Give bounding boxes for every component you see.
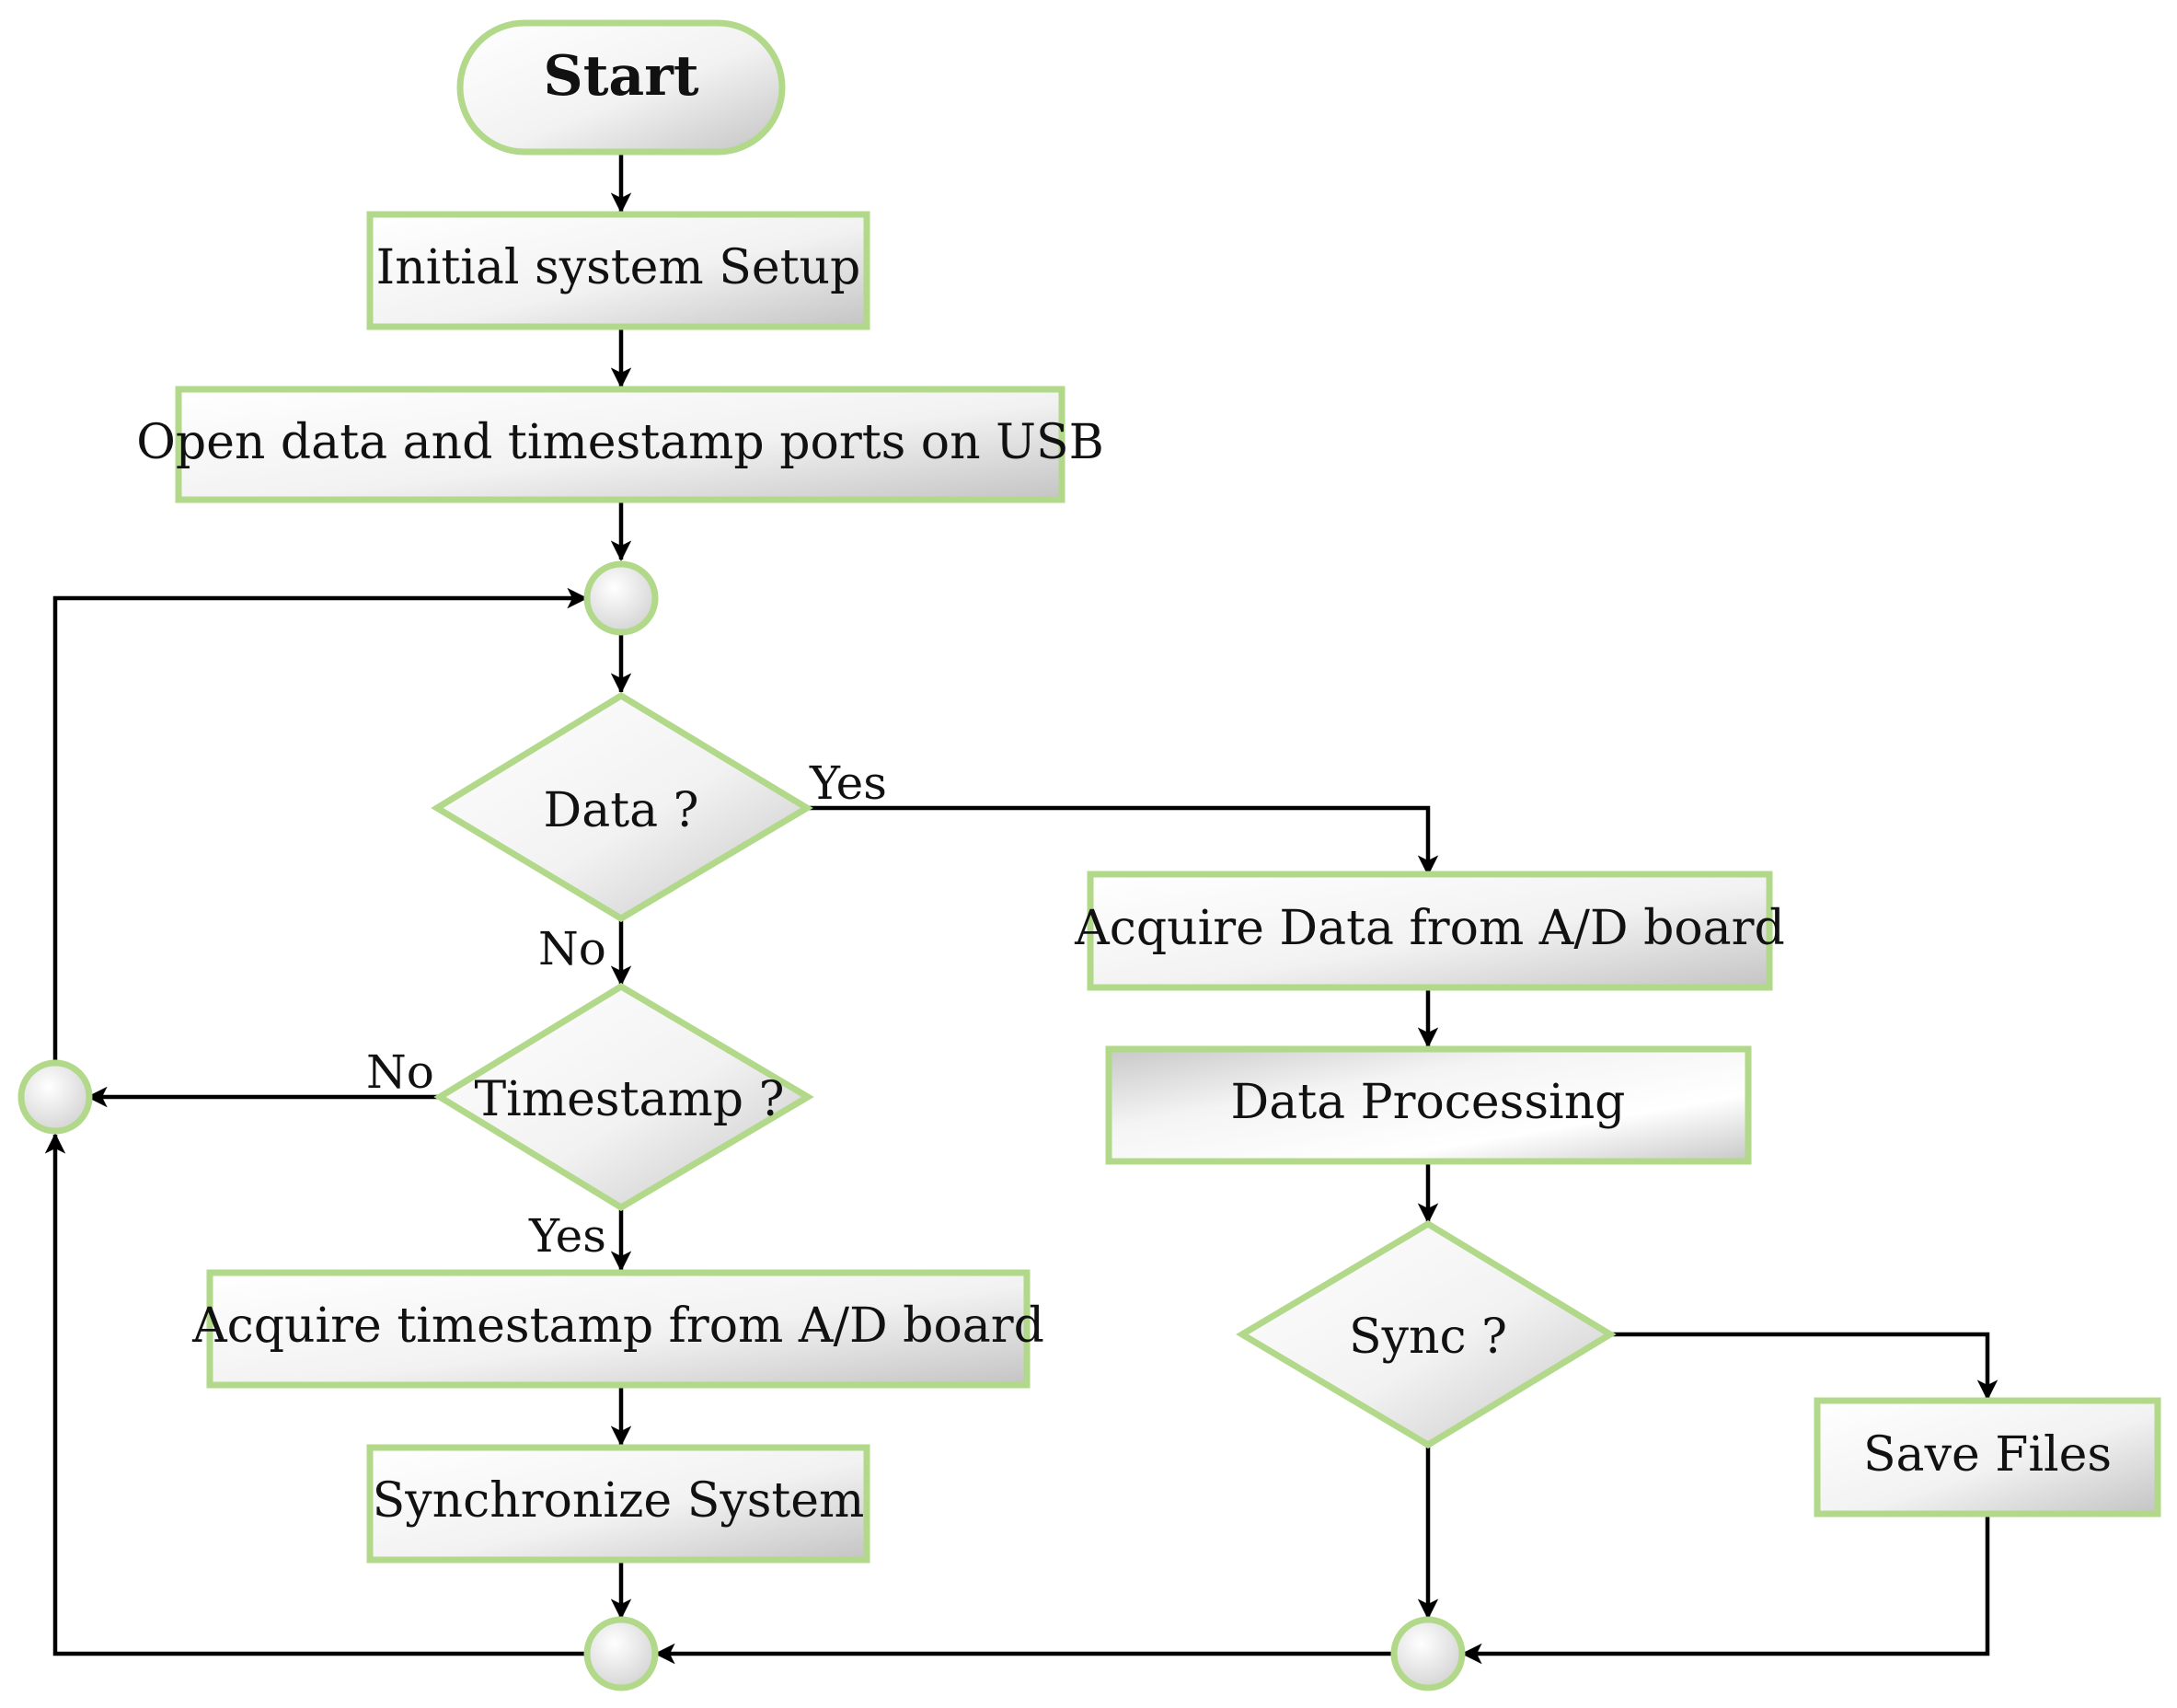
data-processing-step: Data Processing [1105, 1045, 1752, 1165]
start-terminator: Start [456, 19, 786, 156]
open-ports-step: Open data and timestamp ports on USB [136, 386, 1104, 503]
acquire-timestamp-label: Acquire timestamp from A/D board [191, 1298, 1044, 1354]
start-label: Start [543, 44, 699, 109]
junction-top [583, 560, 659, 636]
open-ports-label: Open data and timestamp ports on USB [136, 415, 1104, 470]
data-decision-label: Data ? [544, 783, 699, 838]
edge-save-junction [1461, 1514, 1990, 1665]
edge-label-timestamp-yes: Yes [528, 1209, 606, 1263]
junction-left [17, 1059, 93, 1135]
data-processing-label: Data Processing [1231, 1075, 1626, 1130]
acquire-timestamp-step: Acquire timestamp from A/D board [191, 1269, 1044, 1389]
initial-setup-step: Initial system Setup [366, 211, 870, 330]
sync-decision-label: Sync ? [1349, 1310, 1507, 1365]
synchronize-label: Synchronize System [373, 1473, 865, 1529]
acquire-data-label: Acquire Data from A/D board [1074, 901, 1785, 956]
edge-data-yes [807, 805, 1439, 876]
initial-setup-label: Initial system Setup [376, 240, 861, 295]
timestamp-decision: Timestamp ? [433, 982, 814, 1212]
connectors [44, 152, 1998, 1665]
edge-bottom-loop [44, 1133, 586, 1656]
data-decision: Data ? [431, 691, 813, 923]
edge-label-data-yes: Yes [809, 756, 887, 810]
junction-bottom-right [1390, 1616, 1466, 1691]
timestamp-decision-label: Timestamp ? [475, 1072, 785, 1127]
edge-label-timestamp-no: No [366, 1045, 434, 1099]
synchronize-step: Synchronize System [366, 1444, 870, 1564]
junction-bottom-left [583, 1616, 659, 1691]
acquire-data-step: Acquire Data from A/D board [1074, 871, 1785, 991]
edge-left-loop-up [52, 587, 588, 1060]
save-files-step: Save Files [1814, 1397, 2161, 1518]
edge-sync-save [1610, 1332, 1998, 1401]
save-files-label: Save Files [1863, 1427, 2112, 1483]
sync-decision: Sync ? [1236, 1219, 1617, 1449]
edge-label-data-no: No [538, 922, 606, 975]
